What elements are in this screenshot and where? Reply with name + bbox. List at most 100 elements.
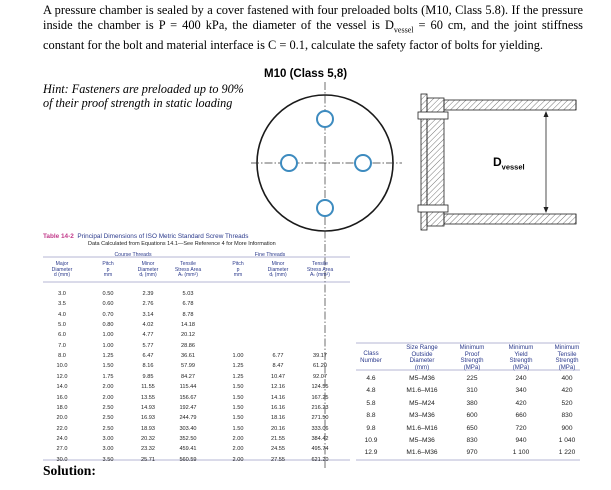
table1-cell: 2.50 <box>102 415 114 422</box>
table1-cell: 5.77 <box>142 342 154 349</box>
hint-text: Hint: Fasteners are preloaded up to 90% … <box>43 82 244 111</box>
table1-cell: 18.93 <box>141 425 155 432</box>
table1-cell: 16.93 <box>141 415 155 422</box>
table1-cell: 5.03 <box>182 291 194 297</box>
table2-cell: 830 <box>466 437 478 444</box>
table2-cell: 9.8 <box>366 424 376 432</box>
table1-cell: 20.32 <box>141 435 155 442</box>
flange-bolt-top <box>417 111 449 120</box>
table1-cell: 2.00 <box>232 435 244 442</box>
table1-cell: 1.75 <box>102 373 114 380</box>
table1-cell: 6.0 <box>58 332 66 339</box>
table2-cell: 4.8 <box>366 387 376 395</box>
table1-cell: 36.61 <box>181 353 195 360</box>
table1-cell: 6.78 <box>182 301 194 308</box>
table1-cell: 1.50 <box>232 404 244 411</box>
table1-cell: 4.02 <box>142 322 154 329</box>
table1-cell: 61.20 <box>313 363 327 370</box>
coarse-threads-header: Course Threads <box>114 252 152 258</box>
table2-cell: 10.9 <box>364 437 378 444</box>
table1-cell: 12.0 <box>56 373 68 380</box>
table1-cell: 303.40 <box>179 425 197 432</box>
table1-cell: 4.77 <box>142 332 154 339</box>
table1-cell: 3.14 <box>142 311 154 318</box>
table1-cell: 333.06 <box>311 425 329 432</box>
table1-cell: 6.77 <box>272 353 284 360</box>
table2-cell: 420 <box>515 399 527 407</box>
vessel-diameter-label: Dvessel <box>493 155 525 172</box>
table2-cell: 940 <box>515 437 527 444</box>
table1-cell: 1.25 <box>102 353 114 360</box>
table2-cell: 970 <box>466 449 478 457</box>
bolt-hole-top <box>316 110 334 128</box>
table2-cell: M3–M36 <box>409 412 435 420</box>
table1-cell: 57.99 <box>181 363 195 370</box>
table1-cell: 2.50 <box>102 425 114 432</box>
table1-cell: 8.0 <box>58 353 66 360</box>
table1-cell: 84.27 <box>181 373 195 380</box>
table1-cell: 167.25 <box>311 394 329 401</box>
table2-cell: M5–M36 <box>409 375 435 382</box>
table2-cell: 5.8 <box>366 399 376 407</box>
table1-cell: 2.00 <box>232 456 244 463</box>
table1-cell: 16.16 <box>271 404 285 411</box>
table1-cell: 27.55 <box>271 456 285 463</box>
table1-cell: 124.55 <box>311 384 329 391</box>
table1-cell: 39.17 <box>313 353 327 360</box>
table1-cell: 0.80 <box>102 322 114 329</box>
solution-heading: Solution: <box>43 463 96 478</box>
table1-cell: 1.25 <box>232 363 244 370</box>
table1-cell: 8.47 <box>272 363 284 370</box>
table2-cell: 1 100 <box>512 449 530 457</box>
table1-cell: 3.5 <box>58 301 66 308</box>
bolt-hole-bottom <box>316 199 334 217</box>
table2-cell: 420 <box>561 387 573 395</box>
table2-cell: M1.6–M16 <box>406 387 438 395</box>
table1-caption: Table 14-2 Principal Dimensions of ISO M… <box>43 233 249 240</box>
table2-cell: 240 <box>515 375 527 382</box>
table2-cell: 1 220 <box>558 449 576 457</box>
table1-cell: 16.0 <box>56 394 68 401</box>
problem-statement: A pressure chamber is sealed by a cover … <box>43 3 583 52</box>
table1-cell: 271.50 <box>311 415 329 422</box>
table1-cell: 1.25 <box>232 373 244 380</box>
table1-cell: 14.18 <box>181 322 195 329</box>
table2-cell: 900 <box>561 424 573 432</box>
table1-number: Table 14-2 <box>43 233 74 240</box>
table2-cell: 520 <box>561 399 573 407</box>
table1-cell: 24.55 <box>271 446 285 453</box>
table1-cell: 115.44 <box>179 384 197 391</box>
bolt-hole-right <box>354 154 372 172</box>
table2-cell: 600 <box>466 412 478 420</box>
table1-cell: 0.50 <box>102 291 114 297</box>
table1-cell: 30.0 <box>56 456 68 463</box>
table1-cell: 18.16 <box>271 415 285 422</box>
table1-cell: 2.50 <box>102 404 114 411</box>
table1-cell: 22.0 <box>56 425 68 432</box>
table2-cell: 4.6 <box>366 375 376 382</box>
table1-cell: 384.42 <box>311 435 329 442</box>
table1-cell: 0.60 <box>102 301 114 308</box>
table1-cell: 1.50 <box>232 384 244 391</box>
table1-cell: 3.0 <box>58 291 66 297</box>
table2-cell: 660 <box>515 412 527 420</box>
table1-cell: 11.55 <box>141 384 155 391</box>
table1-cell: 560.59 <box>179 456 197 463</box>
table1-cell: 27.0 <box>56 446 68 453</box>
table1-cell: 18.0 <box>56 404 68 411</box>
table1-cell: 23.32 <box>141 446 155 453</box>
table1-cell: 459.41 <box>179 446 197 453</box>
vessel-bottom-wall <box>443 213 577 225</box>
table1-cell: 7.0 <box>58 342 66 349</box>
table1-cell: 1.50 <box>232 415 244 422</box>
table2-cell: 310 <box>466 387 478 395</box>
table2-cell: 8.8 <box>366 412 376 420</box>
